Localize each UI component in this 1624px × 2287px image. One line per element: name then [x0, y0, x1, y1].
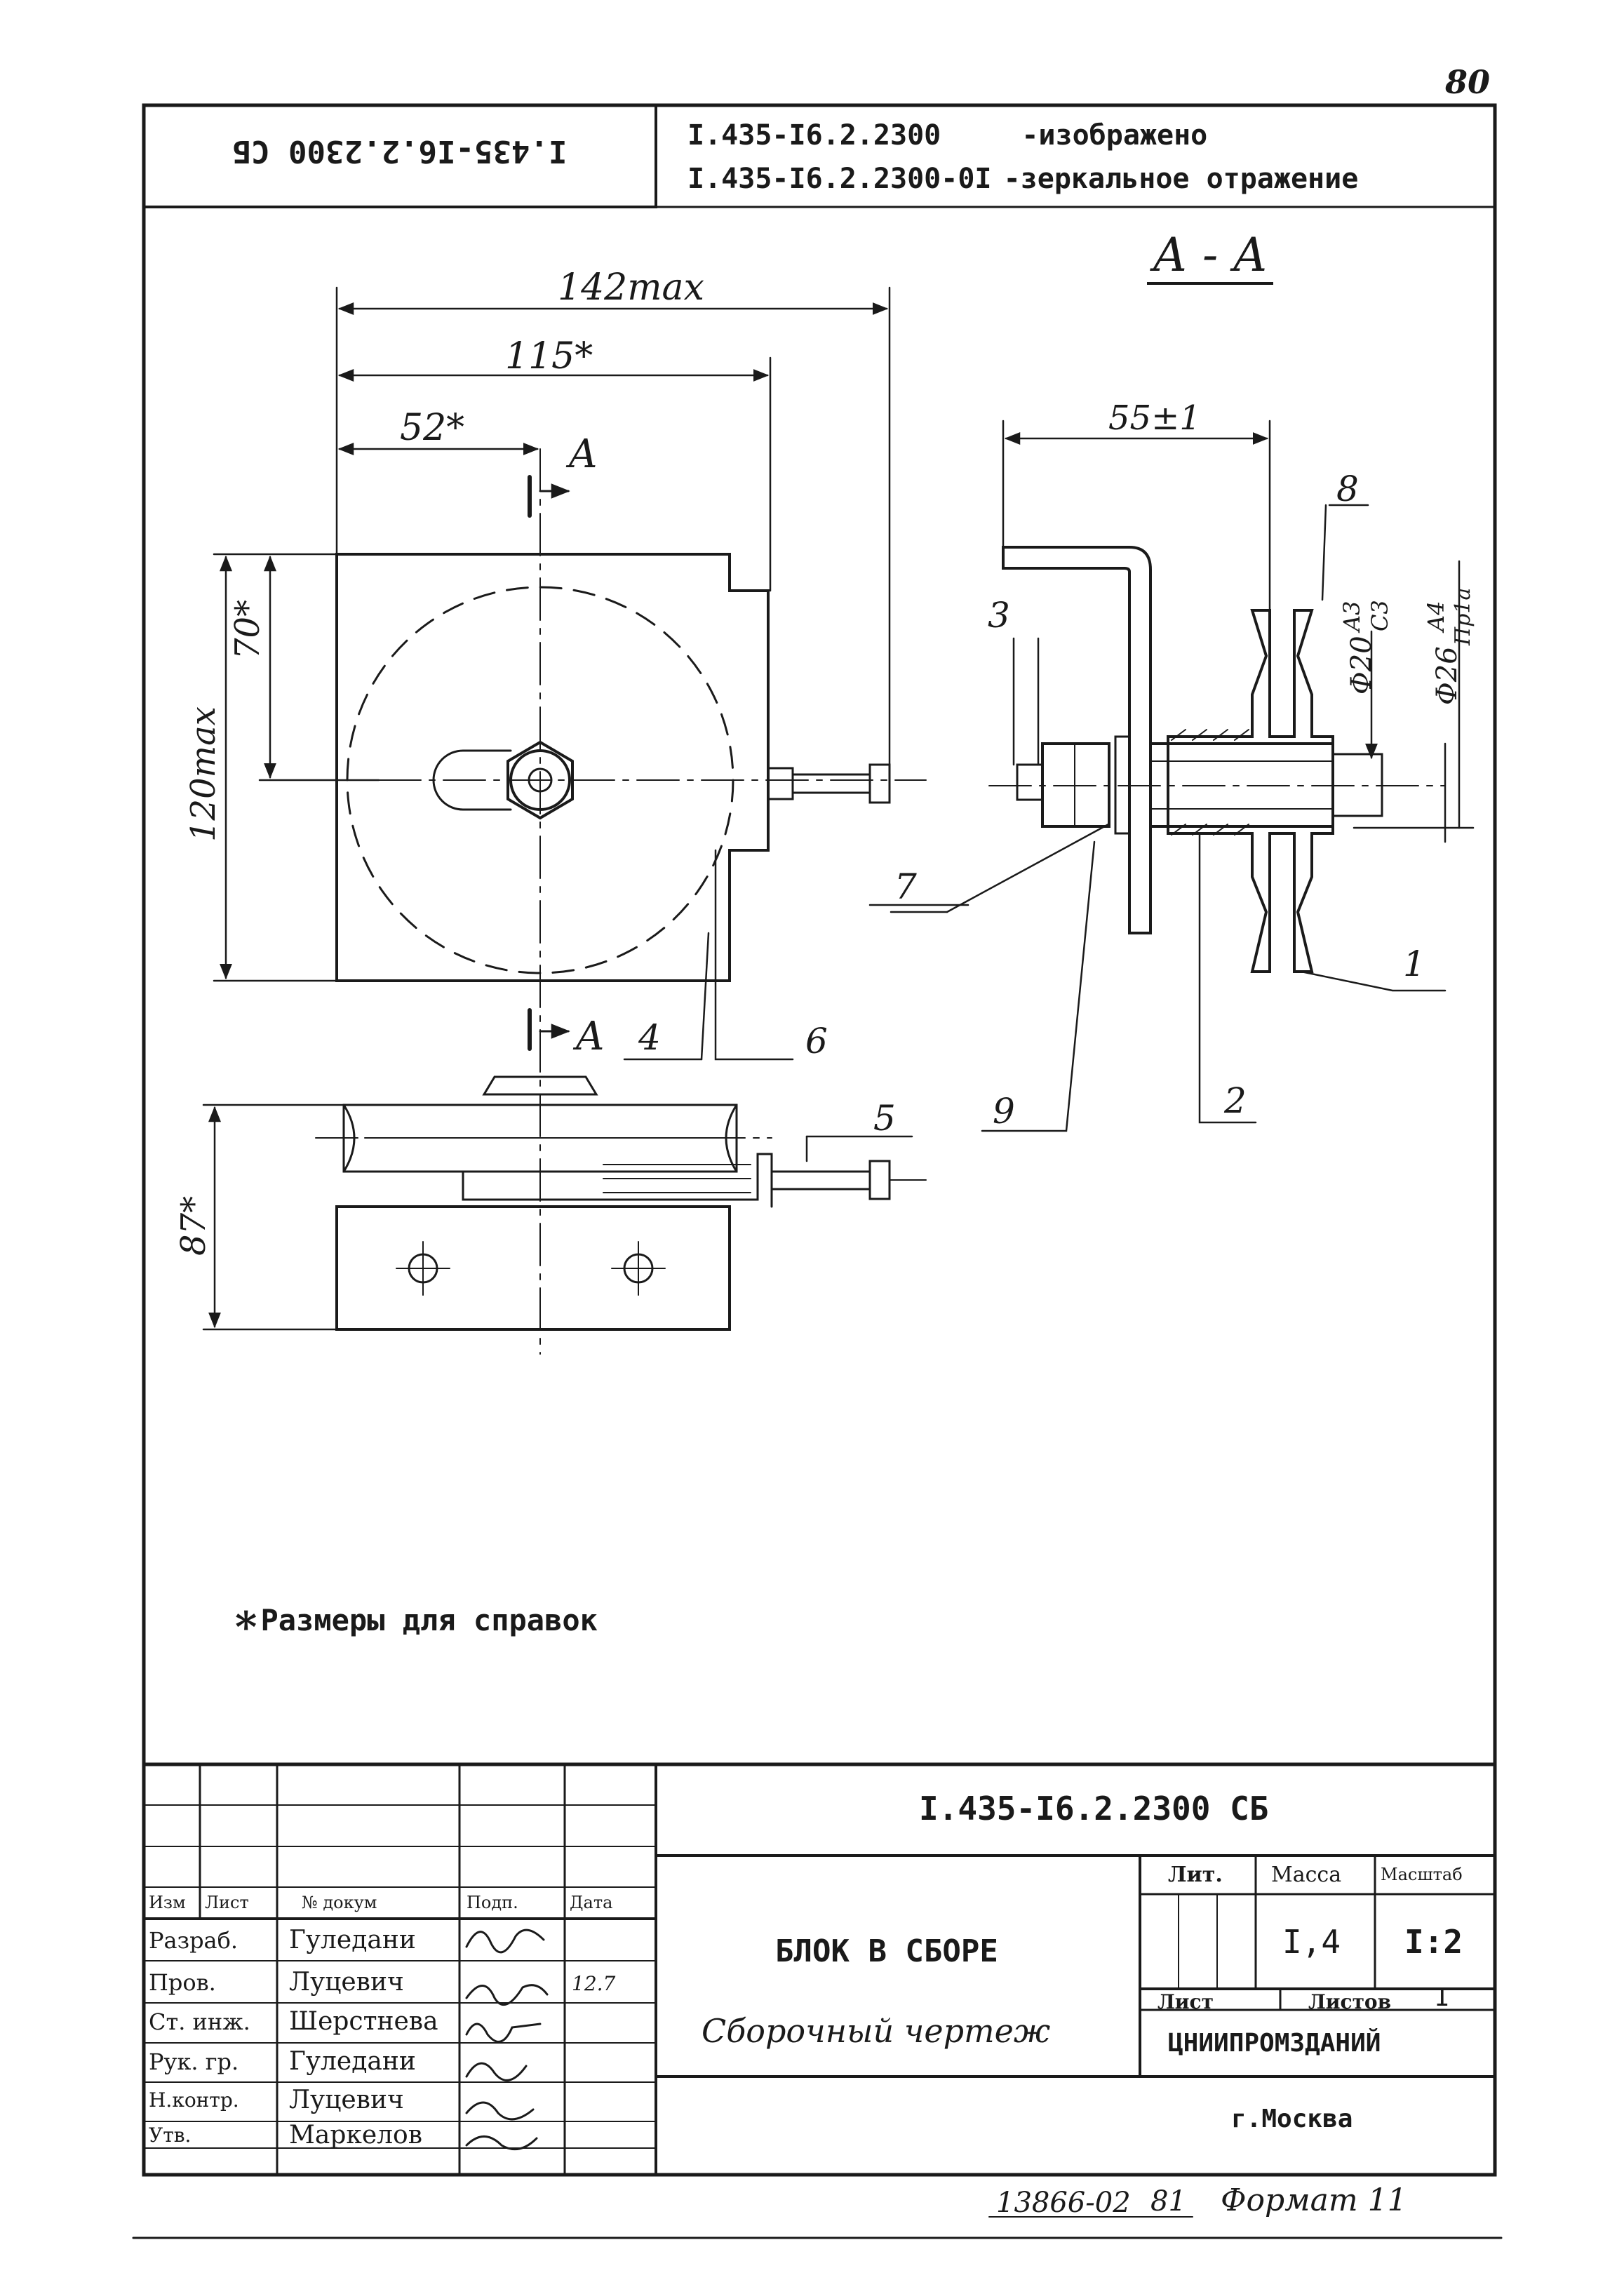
callout-leaders: [623, 504, 1447, 1162]
callout-9: 9: [993, 1091, 1015, 1132]
dim-55: 55±1: [1108, 398, 1201, 438]
callout-8: 8: [1336, 469, 1359, 509]
archive-stamp: 13866-02: [996, 2187, 1131, 2219]
variant-note: -зеркальное отражение: [1003, 163, 1359, 195]
bottom-view-dimensions: [202, 1104, 345, 1331]
dim-52: 52*: [400, 407, 465, 449]
section-label: А - А: [1147, 228, 1274, 285]
callout-6: 6: [805, 1021, 828, 1061]
header-list: Лист: [205, 1893, 249, 1912]
dim-20: Φ20: [1345, 636, 1378, 695]
city: г.Москва: [1231, 2105, 1353, 2133]
role-senior-engineer: Ст. инж.: [149, 2008, 250, 2035]
name-norm-control: Луцевич: [289, 2086, 404, 2114]
dim-142: 142max: [558, 267, 704, 309]
variant-row: I.435-I6.2.2300 -изображено: [687, 119, 1358, 163]
name-checker: Луцевич: [289, 1968, 404, 1997]
scale-value: I:2: [1404, 1923, 1463, 1961]
mass-label: Масса: [1271, 1863, 1342, 1887]
organization: ЦНИИПРОМЗДАНИЙ: [1168, 2029, 1381, 2058]
fit-pr1a: Пр1а: [1451, 587, 1475, 645]
dim-70: 70*: [228, 599, 267, 659]
dim-87: 87*: [174, 1195, 213, 1256]
role-developer: Разраб.: [149, 1927, 239, 1954]
section-dimensions: [1002, 420, 1475, 843]
front-view-dimensions: [213, 286, 891, 982]
variant-code: I.435-I6.2.2300-0I: [687, 163, 992, 195]
header-sign: Подп.: [467, 1893, 518, 1912]
mass-value: I,4: [1282, 1923, 1341, 1961]
role-approved: Утв.: [149, 2124, 192, 2147]
fit-a4: A4: [1423, 601, 1449, 631]
fit-a3: A3: [1338, 601, 1365, 631]
sheets-value: I: [1435, 1983, 1450, 2012]
date-value: 12.7: [572, 1972, 616, 1995]
role-norm-control: Н.контр.: [149, 2088, 239, 2112]
sheets-label: Листов: [1308, 1990, 1392, 2013]
name-developer: Гуледани: [289, 1926, 416, 1954]
variant-row: I.435-I6.2.2300-0I -зеркальное отражение: [687, 163, 1358, 195]
signature-marks: [465, 1929, 549, 2151]
document-type: Сборочный чертеж: [702, 2012, 1051, 2050]
title-block-grid: [142, 1762, 1497, 2177]
footnote-text: Размеры для справок: [260, 1603, 598, 1637]
scale-label: Масштаб: [1381, 1865, 1463, 1884]
header-date: Дата: [570, 1893, 613, 1912]
name-group-head: Гуледани: [289, 2047, 416, 2076]
header-izm: Изм: [149, 1893, 186, 1912]
bottom-view: [315, 1075, 927, 1331]
header-doc-no: № докум: [302, 1893, 377, 1912]
name-senior-engineer: Шерстнева: [289, 2007, 438, 2036]
designation: I.435-I6.2.2300 СБ: [919, 1790, 1269, 1827]
variant-list: I.435-I6.2.2300 -изображено I.435-I6.2.2…: [687, 119, 1358, 195]
lit-label: Лит.: [1168, 1863, 1223, 1887]
page-number: 80: [1445, 63, 1491, 101]
callout-1: 1: [1403, 944, 1425, 984]
callout-2: 2: [1224, 1080, 1247, 1121]
role-group-head: Рук. гр.: [149, 2048, 239, 2075]
callout-4: 4: [638, 1017, 661, 1058]
paper-format: Формат 11: [1221, 2182, 1407, 2218]
callout-5: 5: [873, 1098, 896, 1139]
sheet-label: Лист: [1157, 1990, 1214, 2013]
product-name: БЛОК В СБОРЕ: [775, 1933, 998, 1969]
fit-c3: C3: [1367, 600, 1393, 631]
dim-120: 120max: [184, 706, 223, 842]
section-view: [988, 546, 1446, 973]
name-approved: Маркелов: [289, 2121, 422, 2149]
cut-label-top: А: [568, 431, 598, 477]
dim-115: 115*: [505, 335, 593, 377]
callout-7: 7: [894, 866, 917, 907]
variant-note: -изображено: [1021, 119, 1208, 152]
archive-sheet: 81: [1150, 2185, 1186, 2218]
cut-label-bottom: А: [575, 1014, 605, 1059]
rotated-code: I.435-I6.2.2300 СБ: [232, 133, 568, 169]
variant-code: I.435-I6.2.2300: [687, 119, 941, 152]
front-view: [335, 448, 927, 1355]
role-checker: Пров.: [149, 1969, 216, 1996]
footnote: * Размеры для справок: [235, 1603, 598, 1652]
dim-26: Φ26: [1431, 646, 1463, 705]
callout-3: 3: [988, 595, 1010, 636]
footnote-mark: *: [235, 1603, 257, 1652]
